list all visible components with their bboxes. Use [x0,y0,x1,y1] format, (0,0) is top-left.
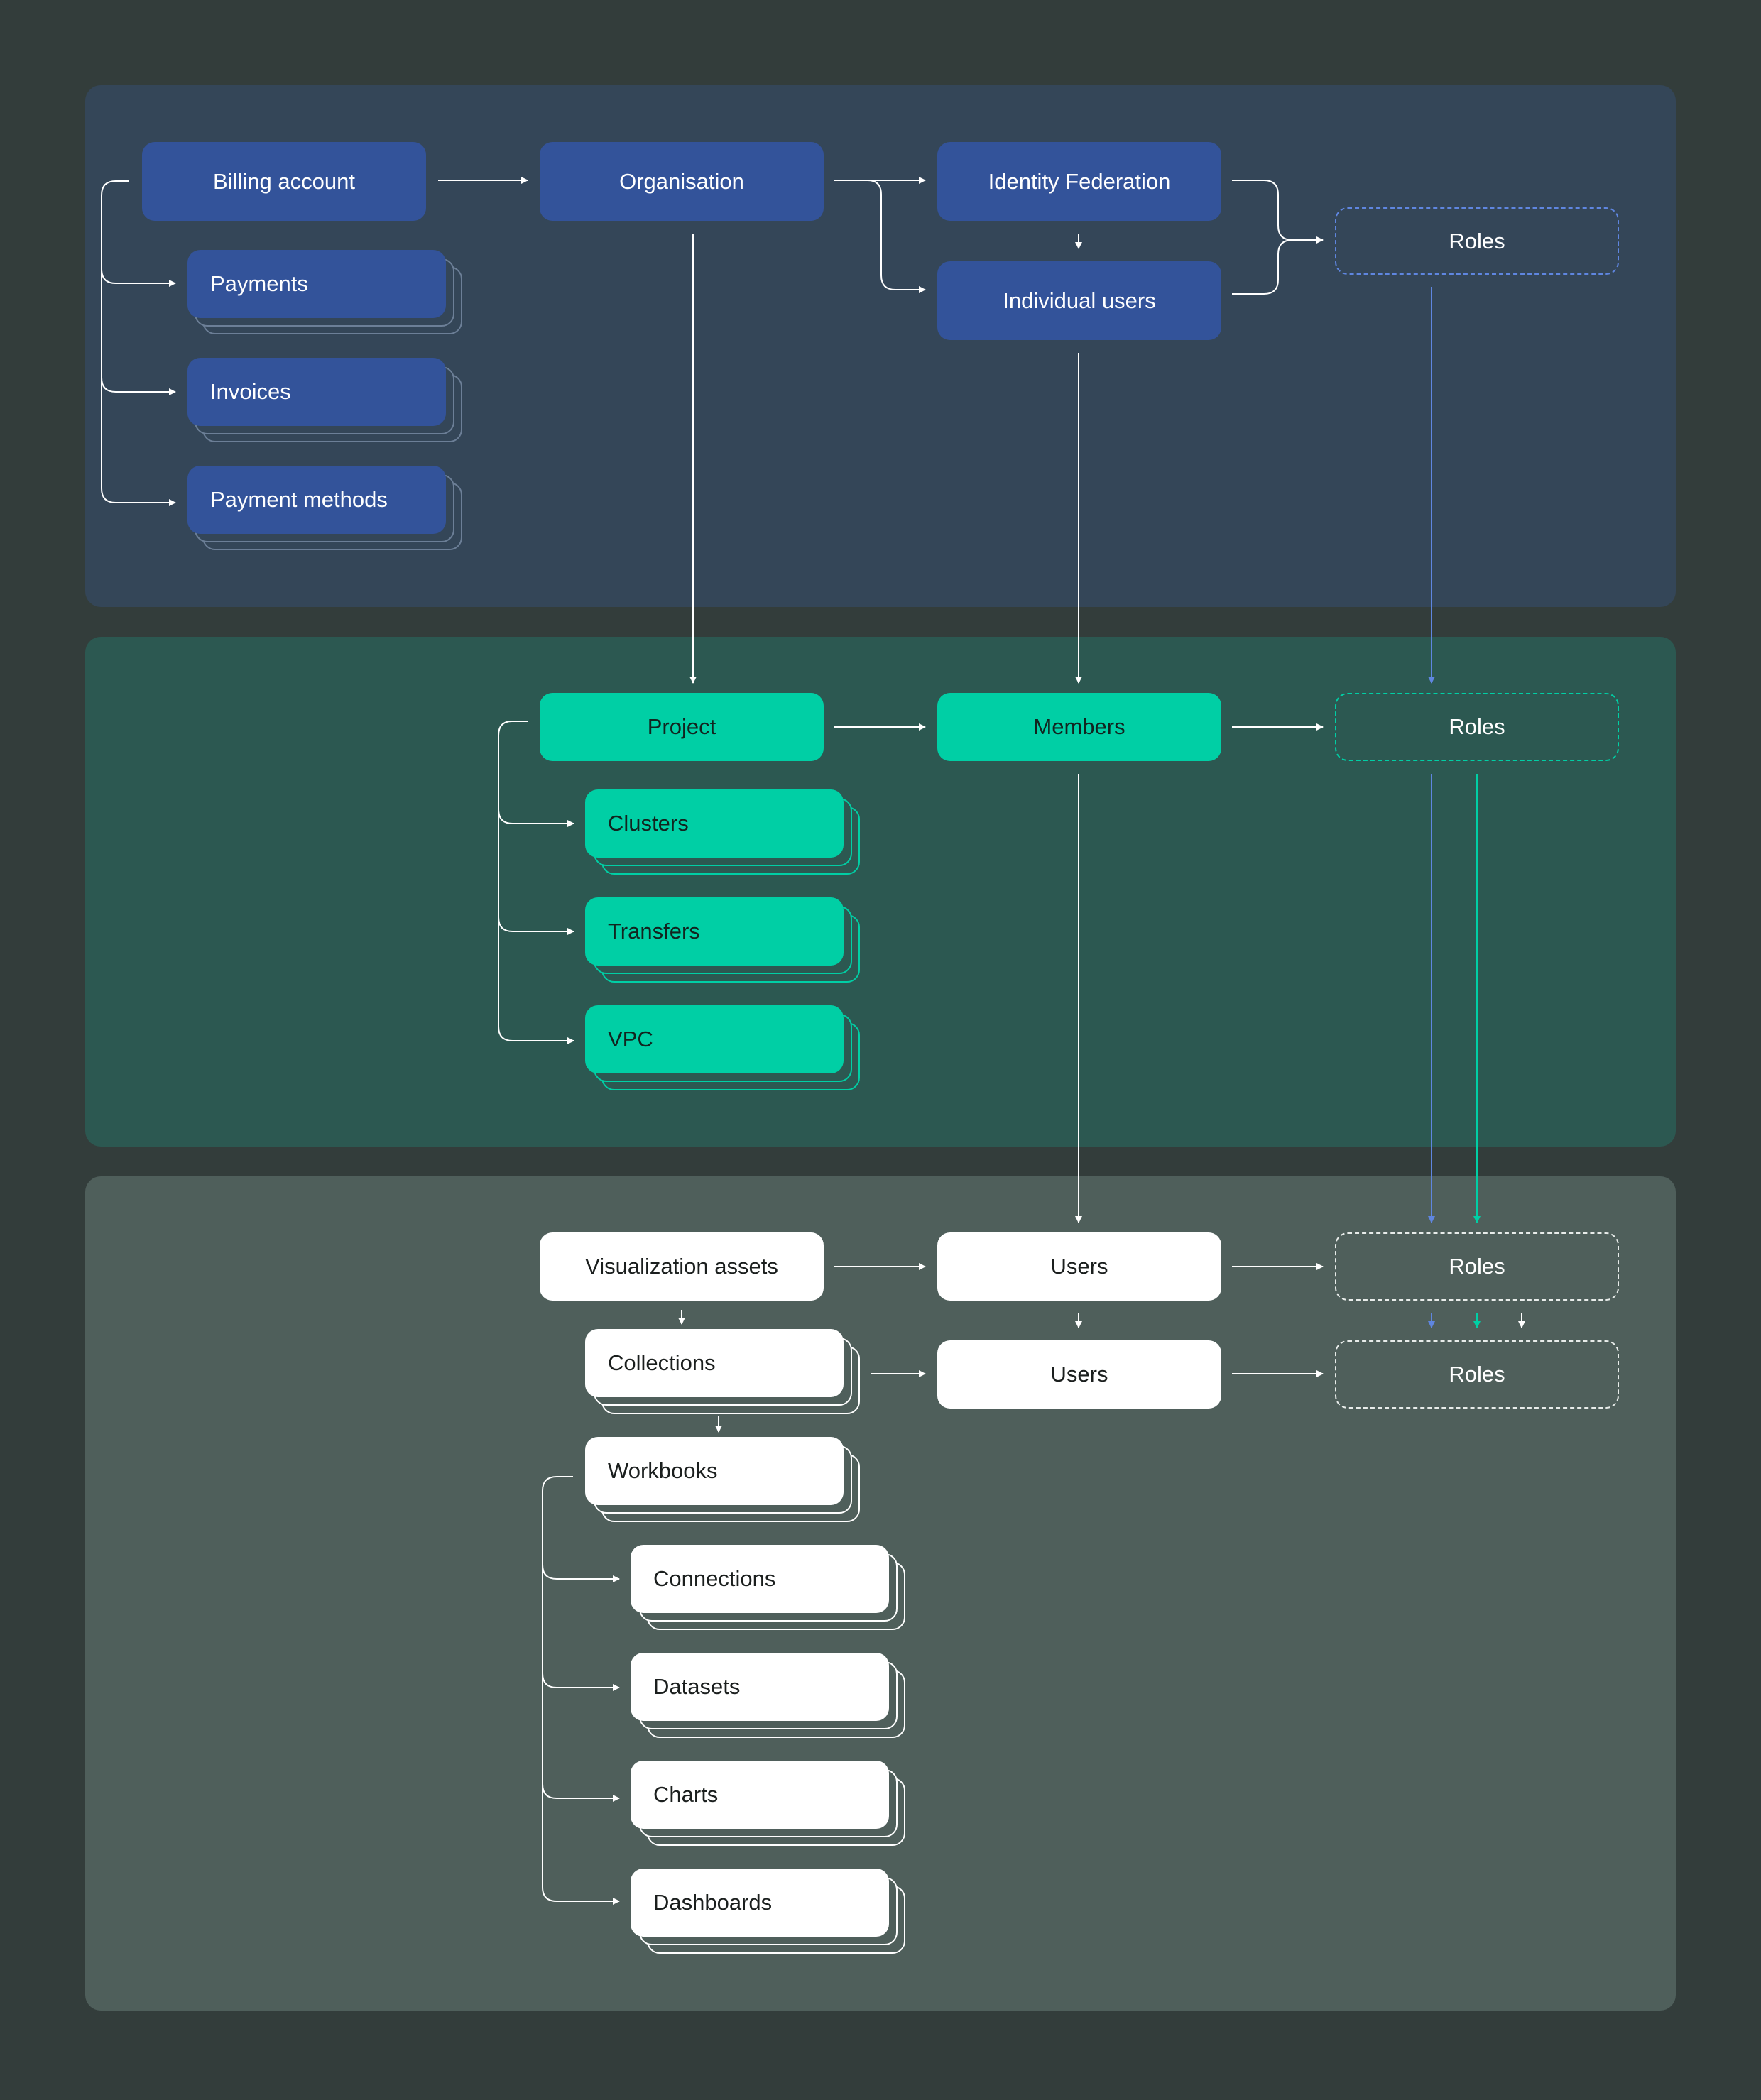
charts-node: Charts [631,1761,889,1829]
organisation-roles-node: Roles [1335,207,1619,275]
identity-federation-node: Identity Federation [937,142,1221,221]
collections-users-node: Users [937,1340,1221,1409]
project-node: Project [540,693,824,761]
visualization-assets-node: Visualization assets [540,1232,824,1301]
billing-account-node: Billing account [142,142,426,221]
project-roles-node: Roles [1335,693,1619,761]
members-node: Members [937,693,1221,761]
collections-node: Collections [585,1329,844,1397]
invoices-node: Invoices [187,358,446,426]
project-level-panel [85,637,1676,1147]
dashboards-node: Dashboards [631,1869,889,1937]
workbooks-node: Workbooks [585,1437,844,1505]
assets-users-node: Users [937,1232,1221,1301]
payments-node: Payments [187,250,446,318]
vpc-node: VPC [585,1005,844,1073]
transfers-node: Transfers [585,897,844,966]
organisation-node: Organisation [540,142,824,221]
individual-users-node: Individual users [937,261,1221,340]
connections-node: Connections [631,1545,889,1613]
payment-methods-node: Payment methods [187,466,446,534]
datasets-node: Datasets [631,1653,889,1721]
collections-roles-node: Roles [1335,1340,1619,1409]
clusters-node: Clusters [585,789,844,858]
assets-roles-node: Roles [1335,1232,1619,1301]
